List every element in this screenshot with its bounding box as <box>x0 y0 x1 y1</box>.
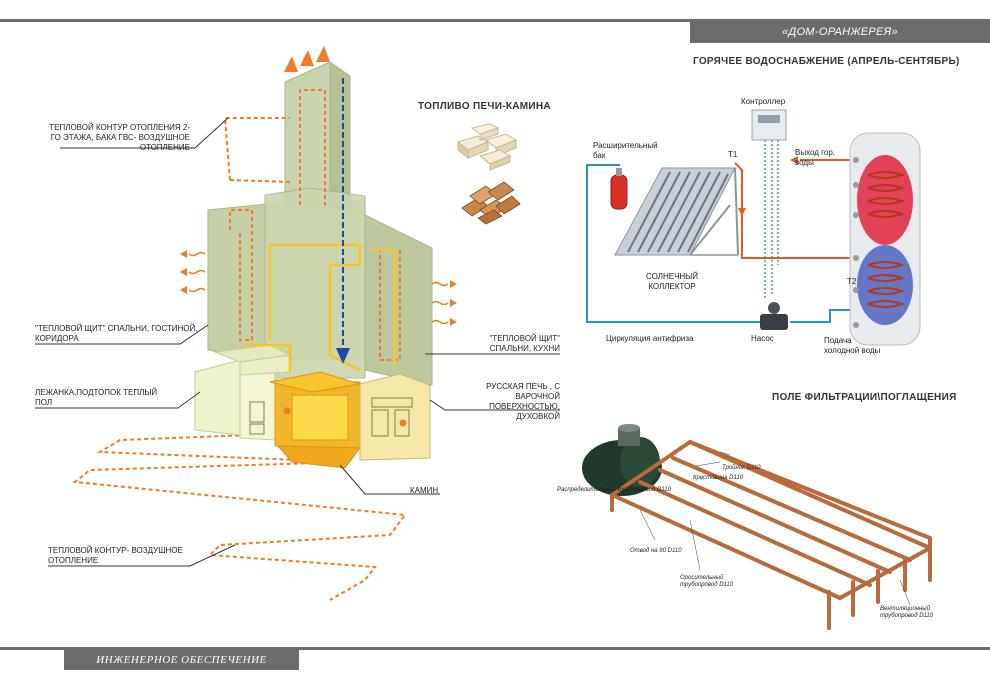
floor-heating-contour <box>72 431 407 601</box>
expansion-tank-label: Расширительный бак <box>593 141 658 160</box>
exhaust-arrow-1 <box>284 56 298 72</box>
label-contour-2nd-floor: ТЕПЛОВОЙ КОНТУР ОТОПЛЕНИЯ 2-ГО ЭТАЖА, БА… <box>49 123 190 152</box>
tee-label: Тройник D110 <box>722 465 761 471</box>
heat-wave-arrows-right <box>431 281 449 325</box>
pump-icon <box>760 302 788 330</box>
antifreeze-label: Циркуляция антифриза <box>606 334 694 343</box>
t1-label: T1 <box>728 150 738 159</box>
hot-water-out-label: Выход гор. воды <box>795 148 836 167</box>
page-title: «ДОМ-ОРАНЖЕРЕЯ» <box>690 22 990 43</box>
antifreeze-loop <box>586 164 852 323</box>
firewood-image <box>461 181 521 225</box>
fuel-briquettes-image <box>456 123 518 171</box>
pump-label: Насос <box>751 334 774 343</box>
heat-path-chimney <box>299 89 326 205</box>
heat-wave-arrows-left <box>188 251 206 293</box>
label-russian-stove: РУССКАЯ ПЕЧЬ , С ВАРОЧНОЙ ПОВЕРХНОСТЬЮ, … <box>486 382 560 421</box>
fuel-title: ТОПЛИВО ПЕЧИ-КАМИНА <box>418 101 551 112</box>
label-fireplace: КАМИН <box>410 486 439 495</box>
cold-water-label: Подача холодной воды <box>824 336 881 355</box>
label-lezhanka: ЛЕЖАНКА,ПОДТОПОК ТЕПЛЫЙ ПОЛ <box>35 388 158 407</box>
header-rule <box>0 19 990 22</box>
heat-path-2nd-floor <box>223 117 291 183</box>
footer-rule <box>0 647 990 650</box>
exhaust-arrow-3 <box>316 46 330 62</box>
flue-path <box>268 243 362 372</box>
vent-label: Вентиляционный трубопровод D110 <box>880 606 934 619</box>
controller-label: Контроллер <box>741 97 786 106</box>
exhaust-arrow-2 <box>300 50 314 66</box>
section-title: ИНЖЕНЕРНОЕ ОБЕСПЕЧЕНИЕ <box>64 650 299 670</box>
pipe-grid <box>610 440 932 630</box>
bend-label: Отвод на 90 D110 <box>630 548 682 554</box>
cross-label: Крестовина D110 <box>693 475 744 481</box>
label-contour-air: ТЕПЛОВОЙ КОНТУР- ВОЗДУШНОЕ ОТОПЛЕНИЕ <box>48 546 183 565</box>
t2-label: T2 <box>847 277 857 286</box>
irrigation-label: Оросительный трубопровод D110 <box>680 575 734 588</box>
solar-title: ГОРЯЧЕЕ ВОДОСНАБЖЕНИЕ (АПРЕЛЬ-СЕНТЯБРЬ) <box>693 56 960 67</box>
label-shield-bedroom-kitchen: "ТЕПЛОВОЙ ЩИТ" СПАЛЬНИ, КУХНИ <box>489 334 560 353</box>
collector-label: СОЛНЕЧНЫЙ КОЛЛЕКТОР <box>645 272 699 291</box>
filter-title: ПОЛЕ ФИЛЬТРАЦИИ\ПОГЛАЩЕНИЯ <box>772 392 957 403</box>
label-shield-bedroom-living: "ТЕПЛОВОЙ ЩИТ" СПАЛЬНИ, ГОСТИНОЙ, КОРИДО… <box>35 324 198 343</box>
distribution-label: Распределительный трубопровод D110 <box>557 487 671 493</box>
